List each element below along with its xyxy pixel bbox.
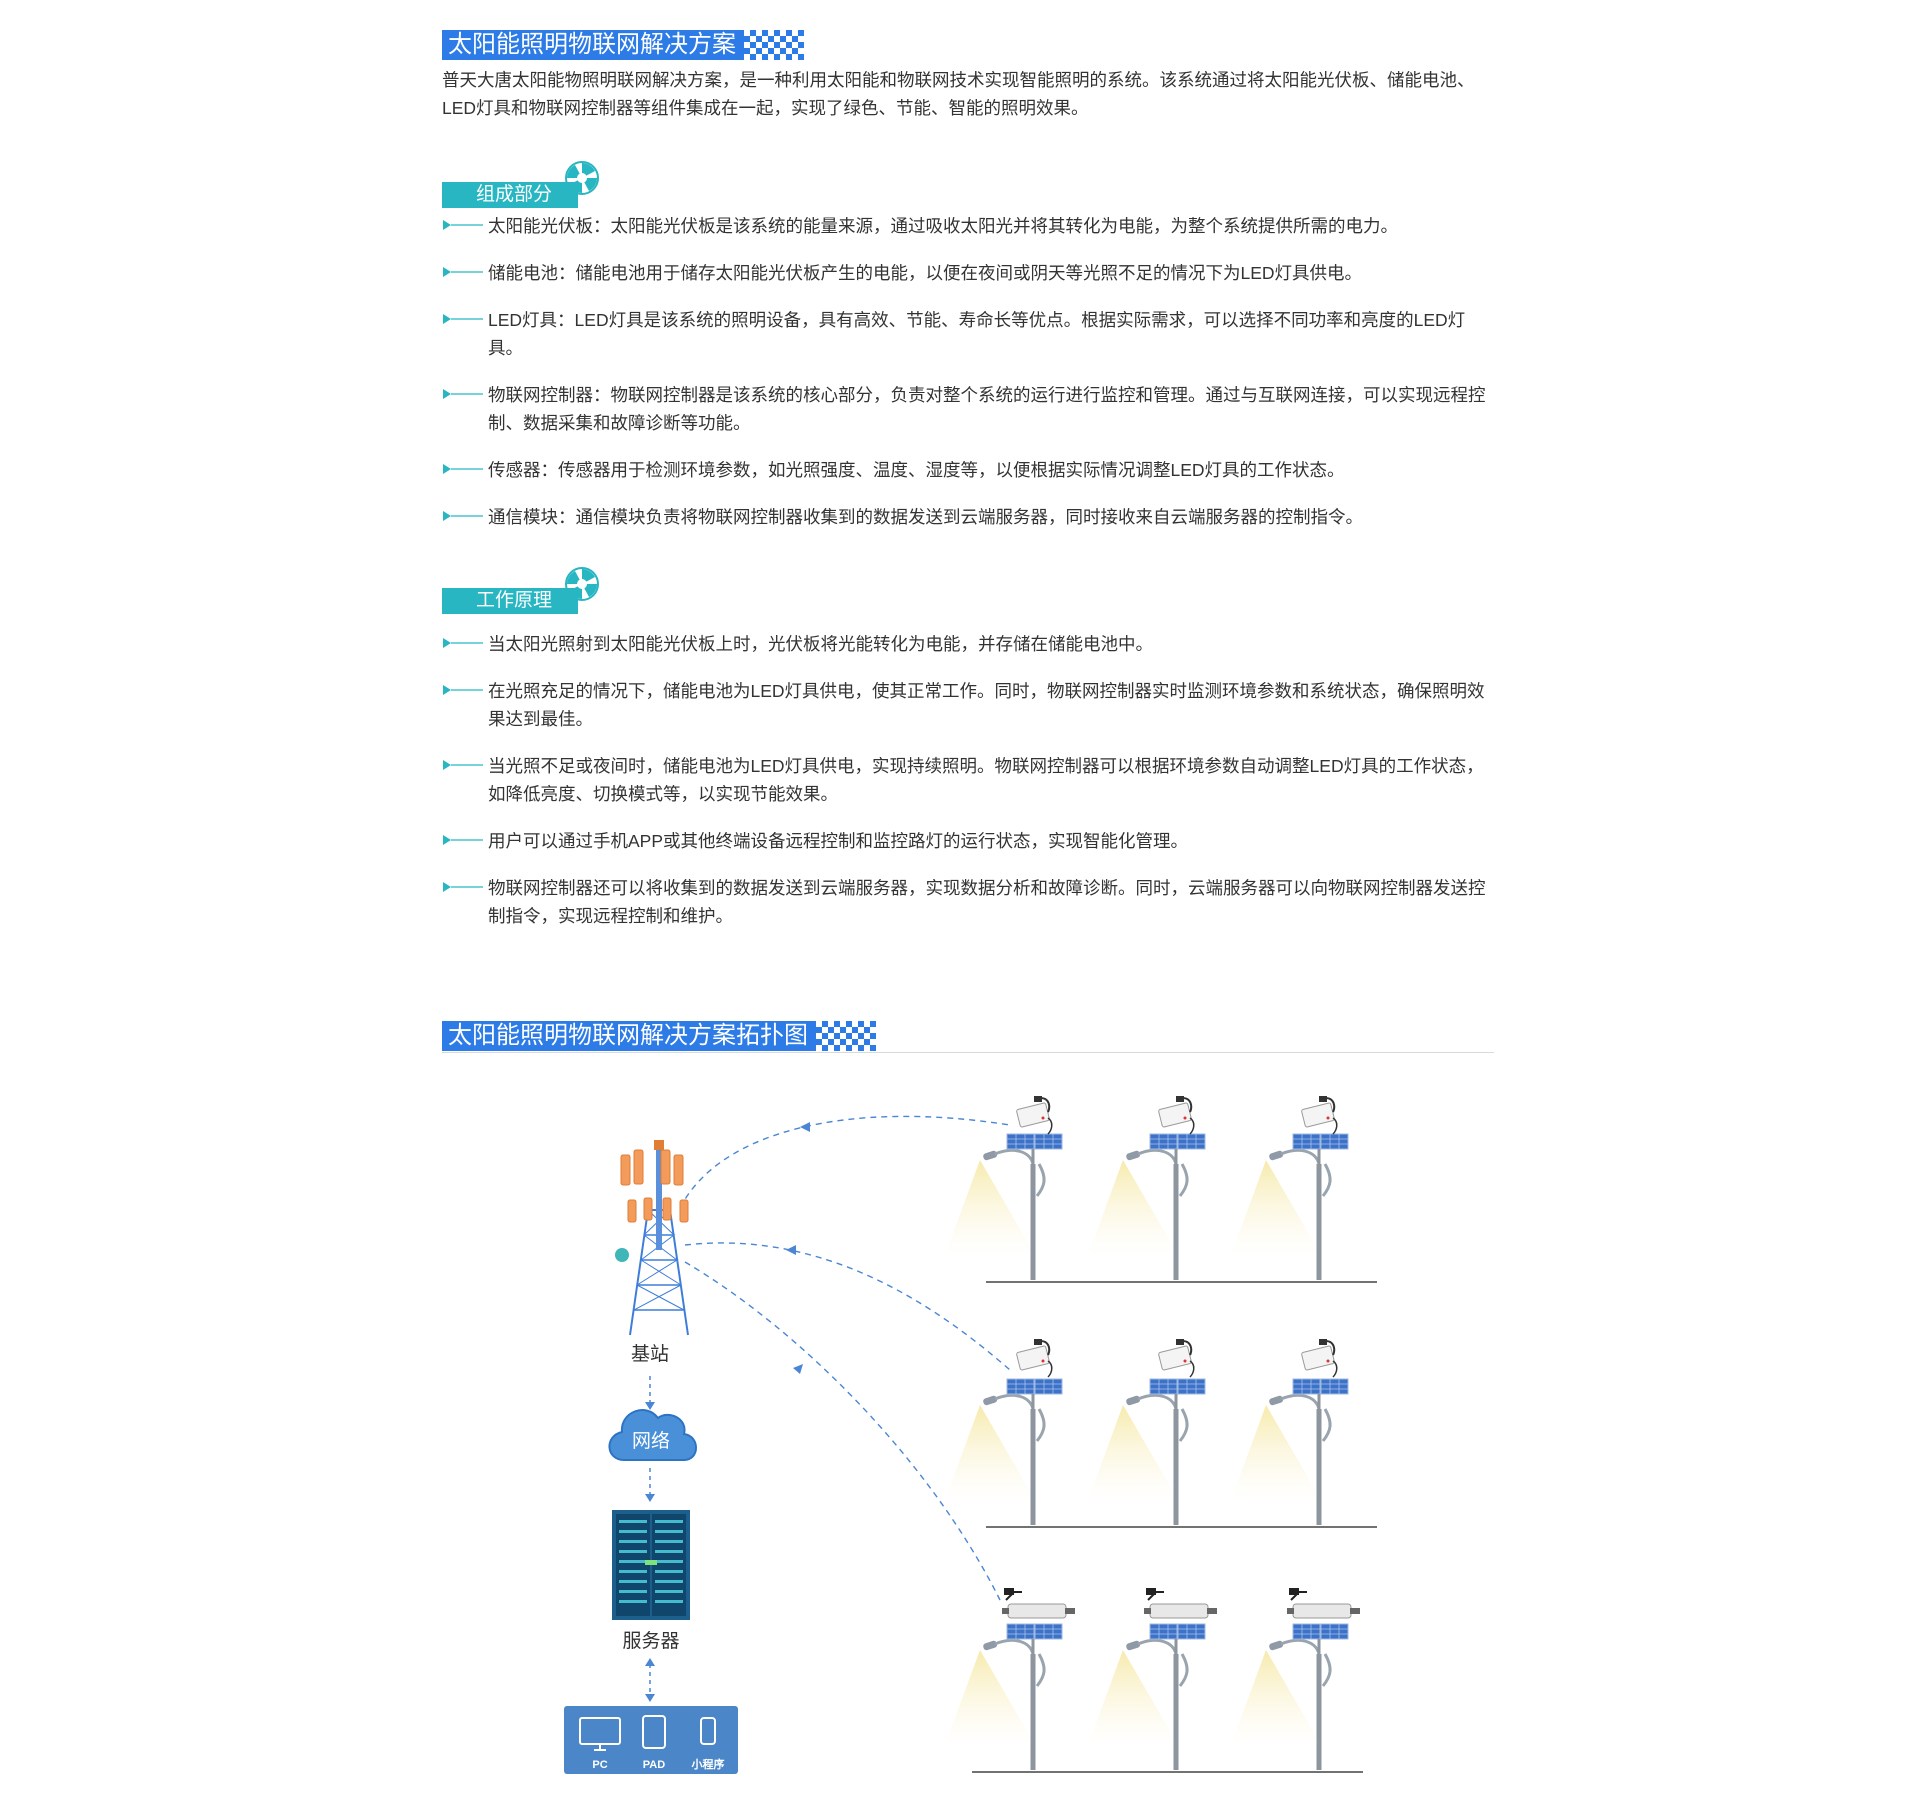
list-item-text: 当光照不足或夜间时，储能电池为LED灯具供电，实现持续照明。物联网控制器可以根据…: [488, 756, 1484, 804]
device-label-pc: PC: [592, 1759, 607, 1771]
intro-paragraph: 普天大唐太阳能物照明联网解决方案，是一种利用太阳能和物联网技术实现智能照明的系统…: [442, 70, 1475, 118]
arrow-marker-icon: [443, 267, 483, 277]
section-title-principle: 工作原理: [442, 566, 612, 628]
section-title-topology: 太阳能照明物联网解决方案拓扑图: [442, 1021, 876, 1051]
list-item: 当太阳光照射到太阳能光伏板上时，光伏板将光能转化为电能，并存储在储能电池中。: [442, 630, 1494, 658]
street-lamp-row-1: [945, 1095, 1377, 1283]
list-item-text: 用户可以通过手机APP或其他终端设备远程控制和监控路灯的运行状态，实现智能化管理…: [488, 831, 1189, 851]
arrow-marker-icon: [443, 760, 483, 770]
base-station-label: 基站: [631, 1343, 669, 1365]
network-label: 网络: [632, 1430, 670, 1452]
list-item-text: 物联网控制器还可以将收集到的数据发送到云端服务器，实现数据分析和故障诊断。同时，…: [488, 878, 1486, 926]
list-item-text: 传感器：传感器用于检测环境参数，如光照强度、温度、湿度等，以便根据实际情况调整L…: [488, 460, 1345, 480]
list-item-text: 当太阳光照射到太阳能光伏板上时，光伏板将光能转化为电能，并存储在储能电池中。: [488, 634, 1153, 654]
topology-title: 太阳能照明物联网解决方案拓扑图: [442, 1021, 816, 1051]
list-item-text: 在光照充足的情况下，储能电池为LED灯具供电，使其正常工作。同时，物联网控制器实…: [488, 681, 1485, 729]
list-item: 用户可以通过手机APP或其他终端设备远程控制和监控路灯的运行状态，实现智能化管理…: [442, 827, 1494, 855]
list-item: 物联网控制器还可以将收集到的数据发送到云端服务器，实现数据分析和故障诊断。同时，…: [442, 874, 1494, 930]
pc-icon: [579, 1717, 621, 1751]
principle-list: 当太阳光照射到太阳能光伏板上时，光伏板将光能转化为电能，并存储在储能电池中。 在…: [442, 630, 1494, 930]
solution-title: 太阳能照明物联网解决方案: [442, 30, 744, 60]
arrow-marker-icon: [443, 220, 483, 230]
components-title: 组成部分: [475, 184, 552, 205]
arrow-marker-icon: [443, 638, 483, 648]
pad-icon: [642, 1715, 666, 1749]
phone-icon: [700, 1717, 716, 1745]
list-item-text: 太阳能光伏板：太阳能光伏板是该系统的能量来源，通过吸收太阳光并将其转化为电能，为…: [488, 216, 1398, 236]
server-label: 服务器: [622, 1630, 679, 1652]
arrow-marker-icon: [443, 685, 483, 695]
device-label-miniprogram: 小程序: [691, 1757, 725, 1771]
list-item: 太阳能光伏板：太阳能光伏板是该系统的能量来源，通过吸收太阳光并将其转化为电能，为…: [442, 212, 1494, 240]
network-cloud-icon: [608, 1409, 697, 1461]
list-item: 在光照充足的情况下，储能电池为LED灯具供电，使其正常工作。同时，物联网控制器实…: [442, 677, 1494, 733]
checker-decoration: [816, 1021, 876, 1051]
arrow-marker-icon: [443, 464, 483, 474]
street-lamp-row-2: [945, 1338, 1377, 1528]
fan-decoration-icon: [565, 567, 599, 601]
arrow-marker-icon: [443, 389, 483, 399]
checker-decoration: [744, 30, 804, 60]
wireless-links: [679, 1115, 1011, 1601]
list-item: 通信模块：通信模块负责将物联网控制器收集到的数据发送到云端服务器，同时接收来自云…: [442, 503, 1494, 531]
list-item: 传感器：传感器用于检测环境参数，如光照强度、温度、湿度等，以便根据实际情况调整L…: [442, 456, 1494, 484]
server-rack-icon: [612, 1510, 690, 1620]
street-lamp-row-3: [945, 1587, 1363, 1773]
arrow-marker-icon: [443, 835, 483, 845]
components-list: 太阳能光伏板：太阳能光伏板是该系统的能量来源，通过吸收太阳光并将其转化为电能，为…: [442, 212, 1494, 531]
arrow-marker-icon: [443, 882, 483, 892]
section-title-components: 组成部分: [442, 160, 612, 222]
topology-divider: [442, 1052, 1494, 1053]
list-item: 物联网控制器：物联网控制器是该系统的核心部分，负责对整个系统的运行进行监控和管理…: [442, 381, 1494, 437]
list-item-text: LED灯具：LED灯具是该系统的照明设备，具有高效、节能、寿命长等优点。根据实际…: [488, 310, 1466, 358]
fan-decoration-icon: [565, 161, 599, 195]
list-item: 储能电池：储能电池用于储存太阳能光伏板产生的电能，以便在夜间或阴天等光照不足的情…: [442, 259, 1494, 287]
list-item: LED灯具：LED灯具是该系统的照明设备，具有高效、节能、寿命长等优点。根据实际…: [442, 306, 1494, 362]
device-label-pad: PAD: [643, 1759, 665, 1771]
client-devices-panel: [564, 1706, 738, 1774]
list-item-text: 储能电池：储能电池用于储存太阳能光伏板产生的电能，以便在夜间或阴天等光照不足的情…: [488, 263, 1363, 283]
principle-title: 工作原理: [475, 590, 552, 611]
list-item-text: 物联网控制器：物联网控制器是该系统的核心部分，负责对整个系统的运行进行监控和管理…: [488, 385, 1486, 433]
arrow-marker-icon: [443, 314, 483, 324]
list-item: 当光照不足或夜间时，储能电池为LED灯具供电，实现持续照明。物联网控制器可以根据…: [442, 752, 1494, 808]
arrow-marker-icon: [443, 511, 483, 521]
list-item-text: 通信模块：通信模块负责将物联网控制器收集到的数据发送到云端服务器，同时接收来自云…: [488, 507, 1363, 527]
base-station-tower-icon: [615, 1140, 689, 1336]
section-title-solution: 太阳能照明物联网解决方案: [442, 30, 804, 60]
